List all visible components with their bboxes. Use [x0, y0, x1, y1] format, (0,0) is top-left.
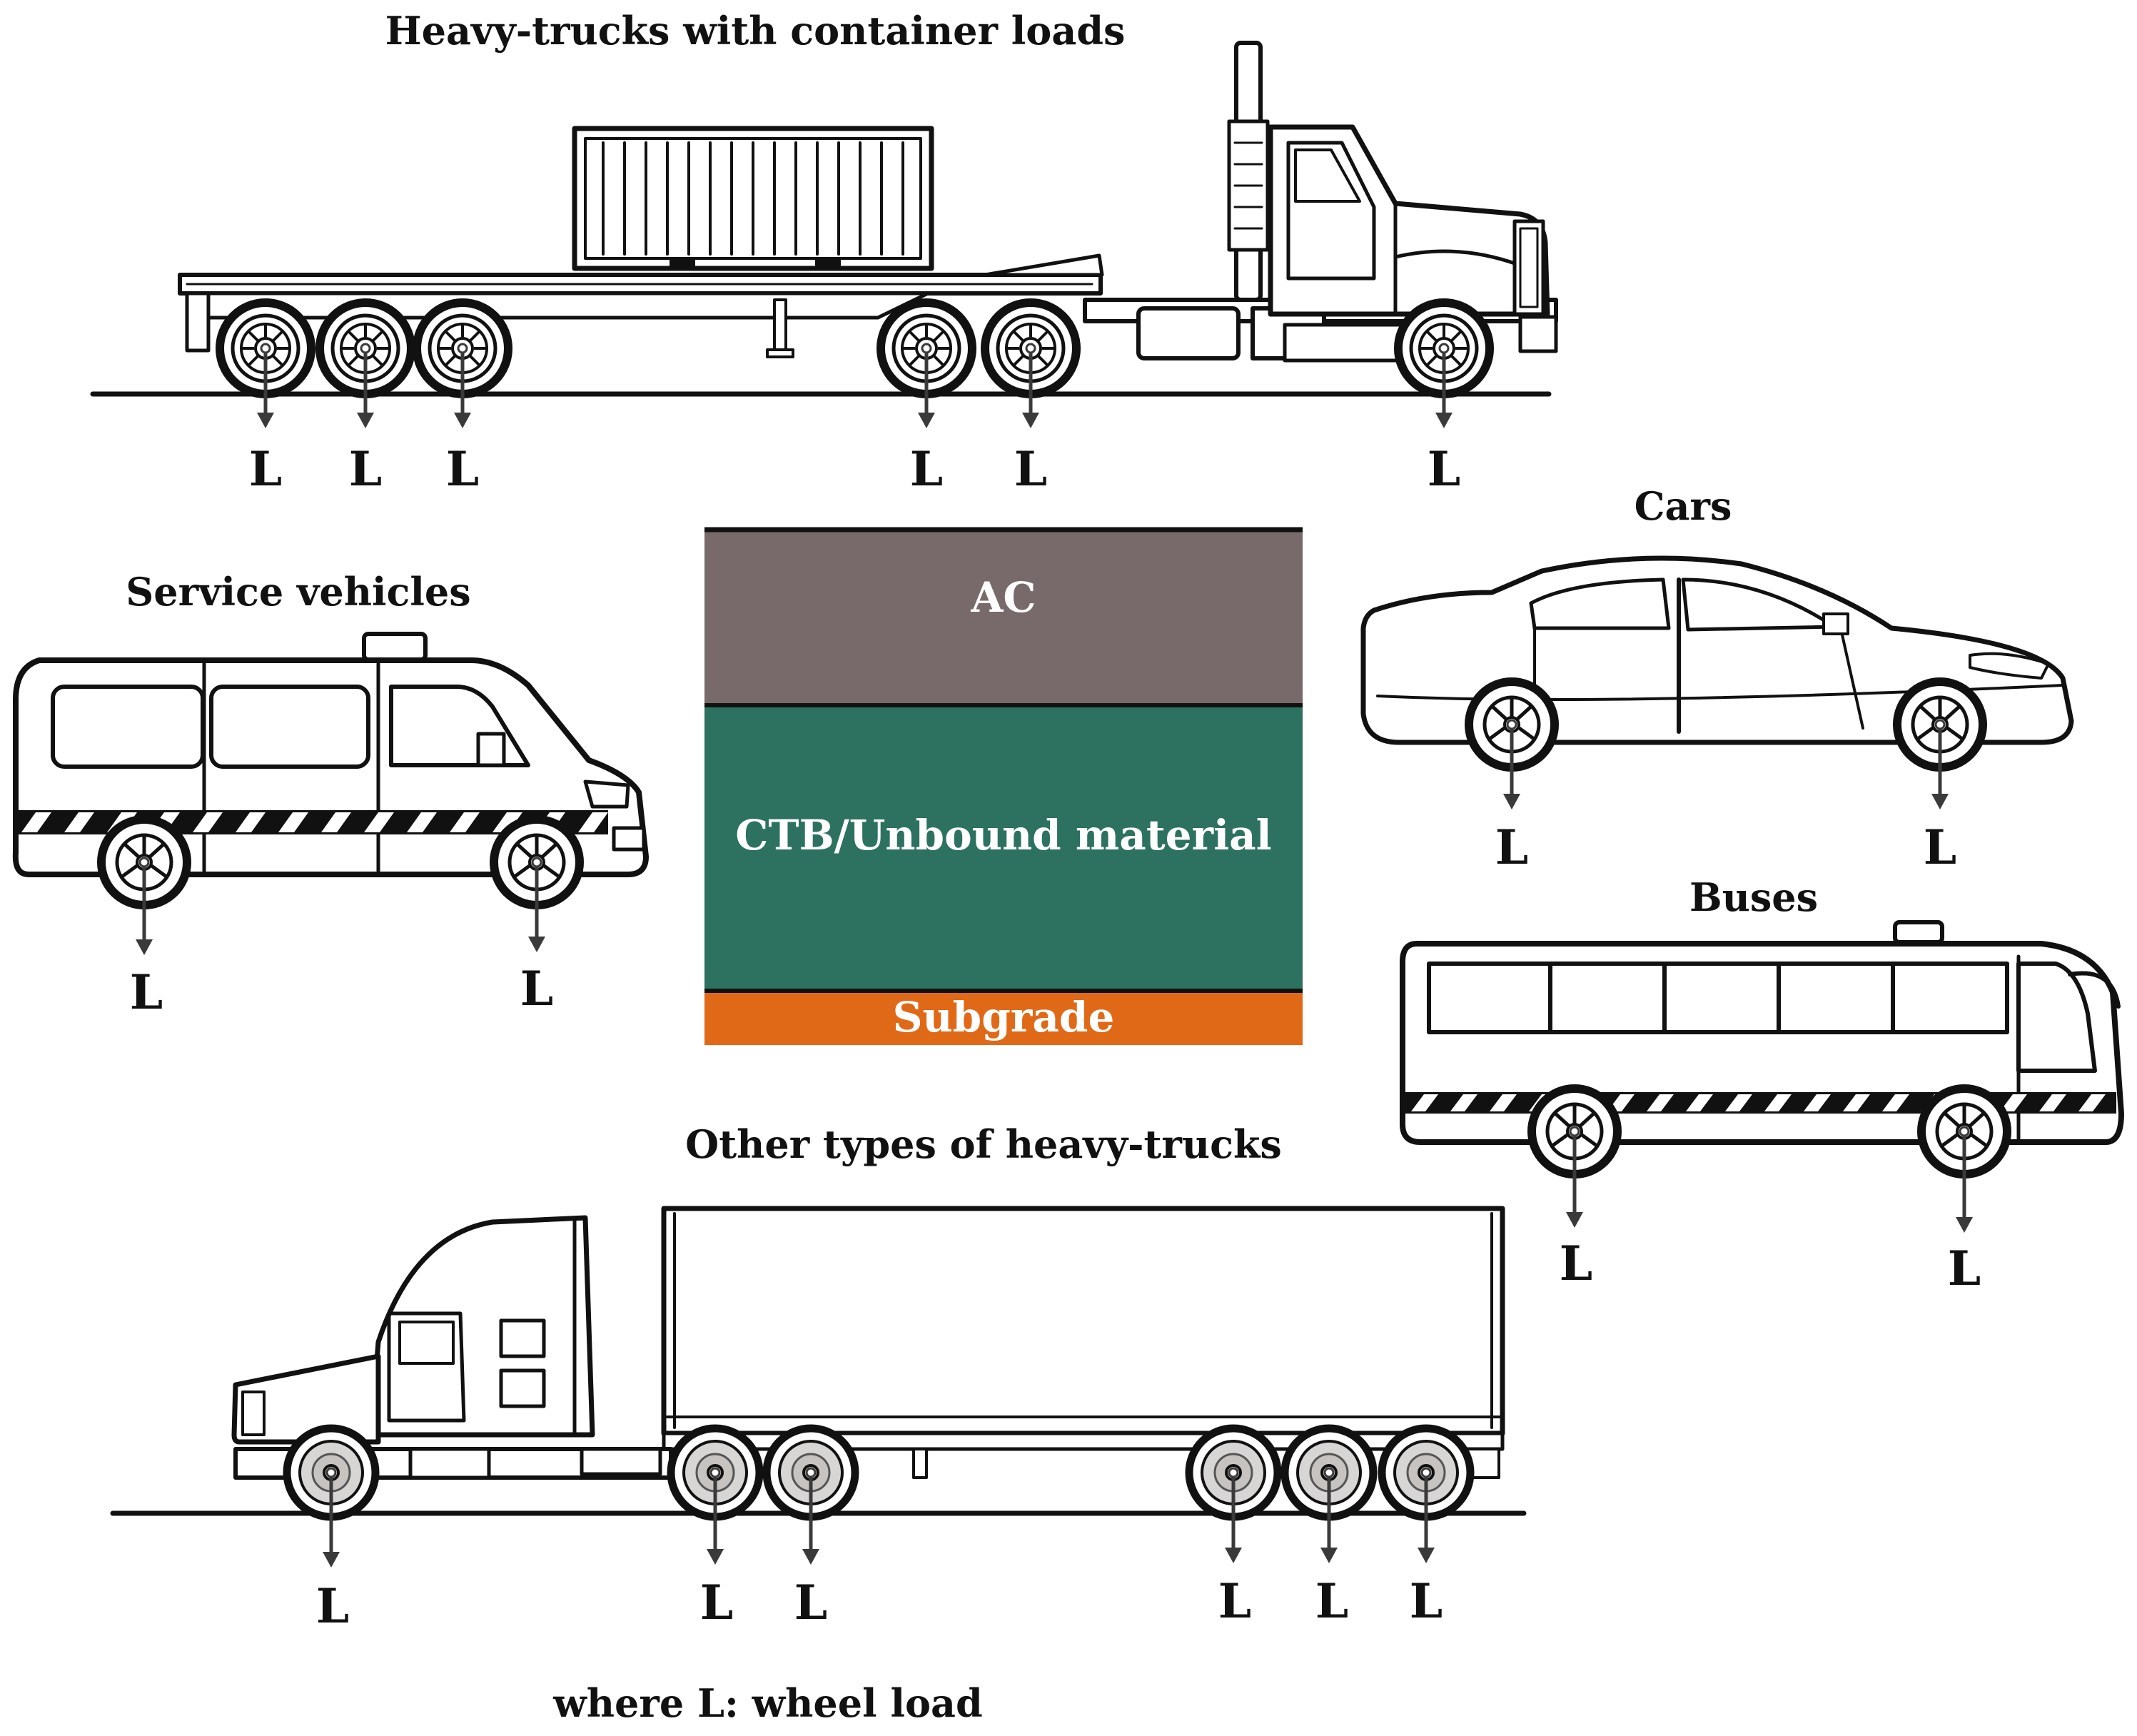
load-arrow-origin [1934, 719, 1946, 730]
ac-layer-label: AC [970, 573, 1036, 622]
load-arrow-head [454, 413, 471, 428]
load-arrow-head [1931, 794, 1949, 809]
wheel-load-label: L [349, 441, 382, 497]
load-arrow-head [918, 413, 935, 428]
wheel-load-label: L [249, 441, 282, 497]
container-truck-load-arrows [257, 343, 1453, 428]
wheel-load-label: L [910, 441, 943, 497]
load-arrow-head [323, 1552, 340, 1568]
load-arrow-origin [805, 1467, 817, 1478]
load-arrow-origin [1323, 1467, 1335, 1478]
ctb-layer [704, 705, 1303, 991]
load-arrow-origin [138, 857, 150, 868]
other-trucks-title: Other types of heavy-trucks [685, 1121, 1282, 1167]
wheel-load-labels: L L L L L L L L L L L L L L L L L L [130, 441, 1981, 1634]
load-arrow-origin [1228, 1467, 1239, 1478]
load-arrow-origin [709, 1467, 721, 1478]
load-arrow-origin [1959, 1126, 1970, 1137]
wheel-load-label: L [1495, 819, 1528, 875]
wheel-load-label: L [1410, 1573, 1443, 1629]
wheel-load-label: L [1560, 1236, 1592, 1291]
load-arrow-head [1022, 413, 1039, 428]
ac-layer [704, 530, 1303, 705]
wheel-load-label: L [316, 1578, 349, 1634]
load-arrow-origin [457, 343, 468, 354]
wheel-load-label: L [1014, 441, 1047, 497]
wheel-load-label: L [1218, 1573, 1251, 1629]
bus-drawing [1400, 920, 2124, 1174]
load-arrow-origin [1506, 719, 1517, 730]
load-arrow-origin [921, 343, 932, 354]
ctb-layer-label: CTB/Unbound material [735, 811, 1271, 859]
load-arrow-origin [360, 343, 371, 354]
load-arrow-head [707, 1549, 724, 1565]
wheel-load-label: L [1428, 441, 1460, 497]
buses-title: Buses [1689, 874, 1818, 920]
container-trucks-title: Heavy-trucks with container loads [385, 8, 1126, 54]
wheel-load-label: L [1924, 819, 1956, 875]
load-arrow-head [1320, 1548, 1338, 1563]
other-truck-drawing [110, 1206, 1527, 1517]
wheel-load-label: L [446, 441, 479, 497]
load-arrow-head [357, 413, 374, 428]
service-van-drawing [12, 632, 649, 905]
pavement-section: AC CTB/Unbound material Subgrade [704, 527, 1303, 1045]
wheel-load-label: L [794, 1575, 827, 1630]
load-arrow-head [136, 939, 153, 955]
bus-load-arrows [1566, 1126, 1973, 1233]
load-arrow-origin [260, 343, 271, 354]
wheel-load-label: L [1948, 1241, 1981, 1296]
load-arrow-head [1956, 1217, 1973, 1233]
load-arrow-origin [1438, 343, 1450, 354]
service-vehicles-title: Service vehicles [126, 569, 470, 615]
load-arrow-head [802, 1549, 819, 1565]
cars-title: Cars [1635, 483, 1732, 529]
footnote: where L: wheel load [552, 1680, 982, 1726]
other-truck-load-arrows [323, 1467, 1435, 1568]
container-truck-drawing [90, 41, 1558, 394]
subgrade-layer-label: Subgrade [893, 993, 1115, 1041]
load-arrow-origin [1420, 1467, 1432, 1478]
car-drawing [1360, 555, 2074, 767]
load-arrow-head [1503, 794, 1520, 809]
load-arrow-origin [1025, 343, 1036, 354]
load-arrow-head [528, 937, 545, 952]
load-arrow-origin [1569, 1126, 1580, 1137]
load-arrow-origin [531, 857, 542, 868]
wheel-load-label: L [1315, 1573, 1348, 1629]
wheel-load-label: L [130, 964, 163, 1020]
load-arrow-head [257, 413, 274, 428]
load-arrow-head [1566, 1212, 1583, 1228]
load-arrow-origin [325, 1467, 337, 1478]
wheel-load-label: L [520, 961, 553, 1016]
subgrade-layer [704, 991, 1303, 1045]
service-van-load-arrows [136, 857, 545, 955]
load-arrow-head [1435, 413, 1453, 428]
wheel-load-label: L [700, 1575, 733, 1630]
car-load-arrows [1503, 719, 1949, 809]
load-arrow-head [1225, 1548, 1242, 1563]
load-arrow-head [1418, 1548, 1435, 1563]
